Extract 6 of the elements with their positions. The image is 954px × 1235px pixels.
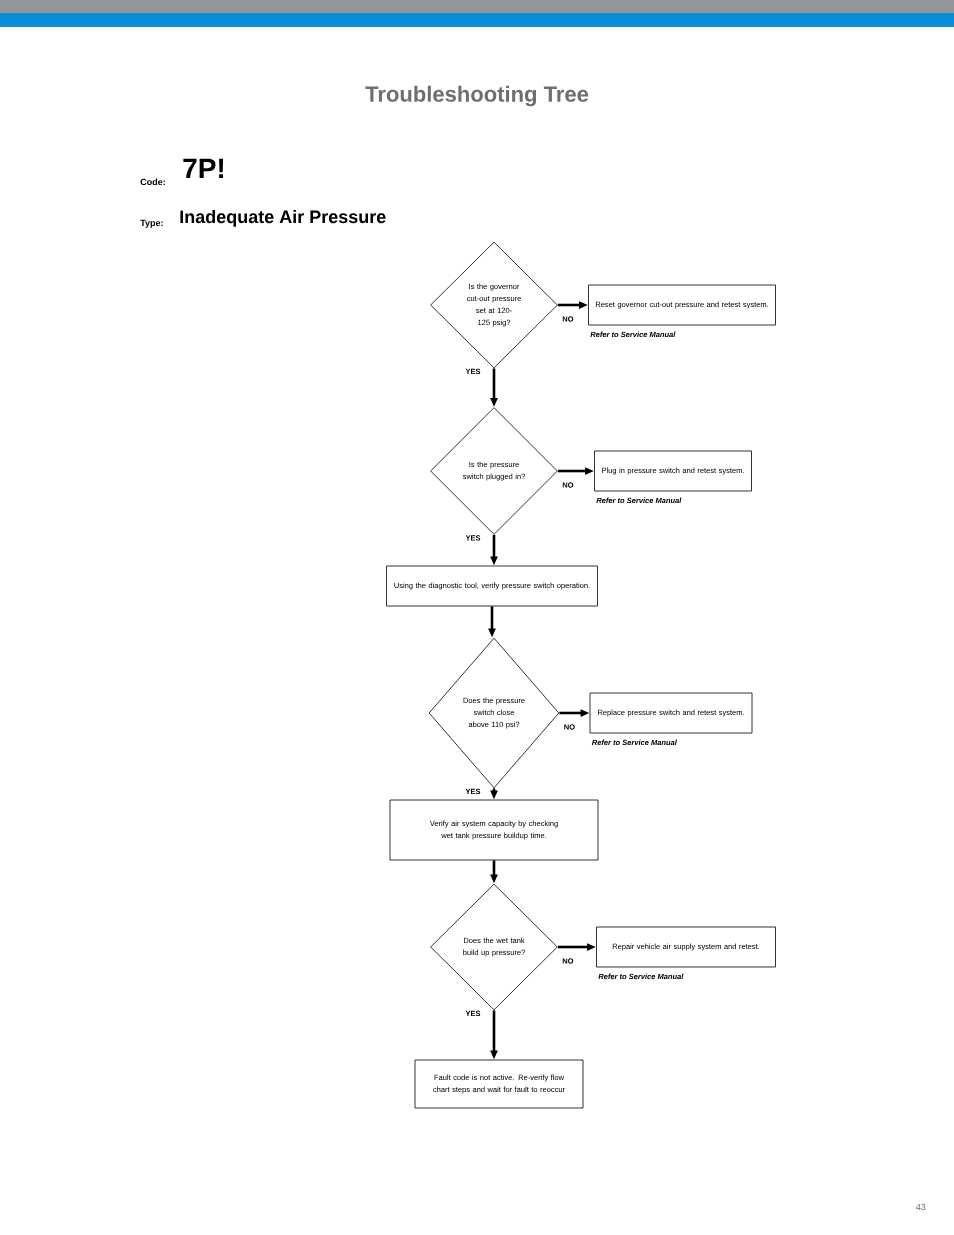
page-number: 43: [916, 1203, 926, 1211]
label-text: Code:: [140, 178, 165, 186]
type-value: Inadequate Air Pressure: [180, 209, 386, 227]
page-title: Troubleshooting Tree: [365, 85, 589, 107]
label-text: Type:: [140, 219, 163, 228]
code-value: 7P!: [183, 158, 224, 178]
